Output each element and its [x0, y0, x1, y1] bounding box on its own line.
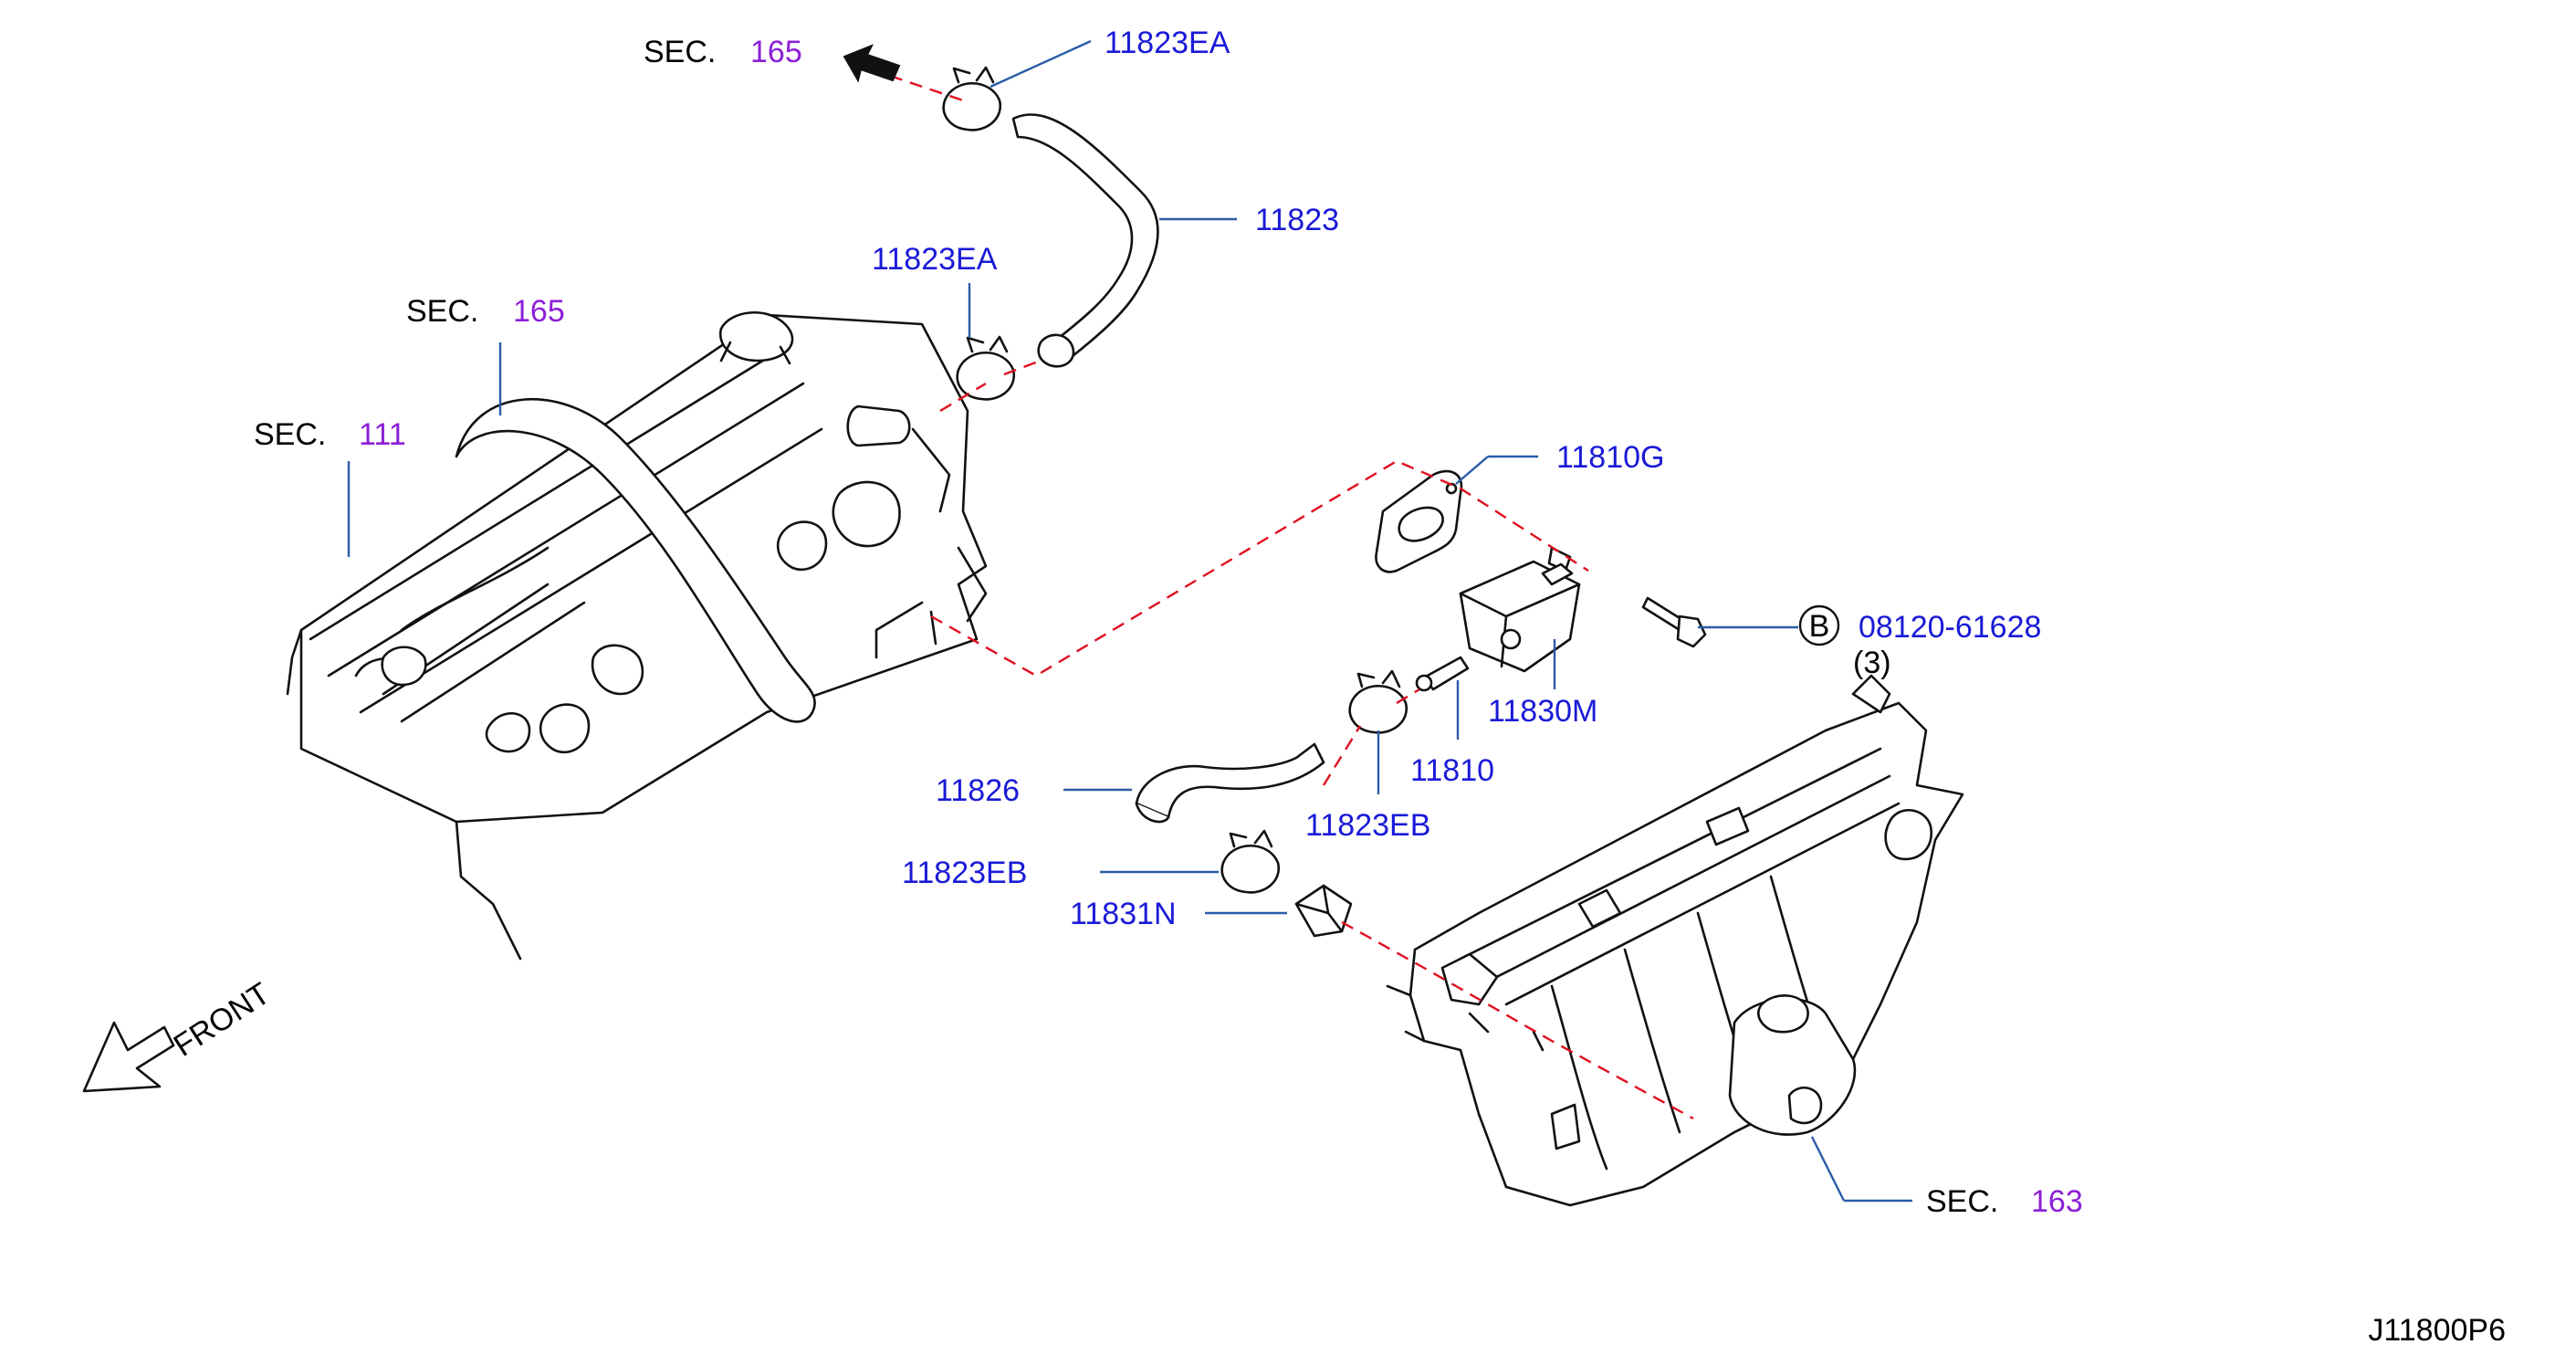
sec-ref-number-3[interactable]: 111 — [359, 417, 406, 452]
cylinder-head-drawing — [286, 311, 988, 961]
front-label: FRONT — [168, 976, 277, 1064]
sec-ref-prefix-3: SEC. — [254, 417, 326, 452]
hose-11826-drawing — [1135, 742, 1325, 824]
part-label-11823ea-top[interactable]: 11823EA — [1105, 26, 1230, 60]
diagram-id: J11800P6 — [2368, 1313, 2506, 1348]
sec-ref-prefix-2: SEC. — [406, 294, 478, 329]
gasket-11810g-drawing — [1375, 469, 1463, 573]
connector-11810-drawing — [1415, 656, 1470, 692]
bolt-marker-circle-icon — [1798, 604, 1840, 646]
clamp-11823ea-upper — [942, 66, 1002, 131]
part-label-08120-61628[interactable]: 08120-61628 — [1859, 610, 2041, 645]
part-label-11823eb-upper[interactable]: 11823EB — [1305, 808, 1430, 843]
clamp-11823ea-lower — [956, 335, 1016, 401]
sec-ref-prefix-4: SEC. — [1926, 1184, 1998, 1219]
part-label-11823eb-lower[interactable]: 11823EB — [902, 856, 1027, 890]
phantom-lines — [889, 74, 1694, 1120]
leader-lines — [347, 39, 1912, 1203]
part-label-11826[interactable]: 11826 — [936, 773, 1020, 808]
part-label-11831n[interactable]: 11831N — [1070, 897, 1177, 931]
part-label-11823ea-middle[interactable]: 11823EA — [872, 242, 998, 277]
sec-ref-number-2[interactable]: 165 — [513, 294, 565, 329]
part-label-11830m[interactable]: 11830M — [1488, 694, 1597, 729]
front-arrow-icon — [82, 1021, 175, 1093]
direction-arrow-icon — [843, 44, 901, 83]
intake-manifold-drawing — [1386, 674, 1964, 1207]
sec-ref-prefix-1: SEC. — [644, 35, 716, 69]
sec-ref-number-1[interactable]: 165 — [750, 35, 802, 69]
part-label-11823[interactable]: 11823 — [1255, 203, 1339, 237]
clamp-11823eb-lower — [1220, 829, 1281, 894]
bolt-marker-letter: B — [1809, 609, 1830, 644]
part-label-11810[interactable]: 11810 — [1410, 753, 1494, 788]
quantity-note: (3) — [1853, 646, 1891, 680]
sec-ref-number-4[interactable]: 163 — [2031, 1184, 2083, 1219]
part-label-11810g[interactable]: 11810G — [1556, 440, 1664, 475]
hose-11823-drawing — [1011, 113, 1159, 368]
bolt-08120-61628-drawing — [1641, 596, 1707, 648]
fitting-11831n-drawing — [1294, 884, 1353, 938]
clamp-11823eb-upper — [1348, 669, 1408, 734]
valve-11830m-drawing — [1459, 546, 1581, 673]
